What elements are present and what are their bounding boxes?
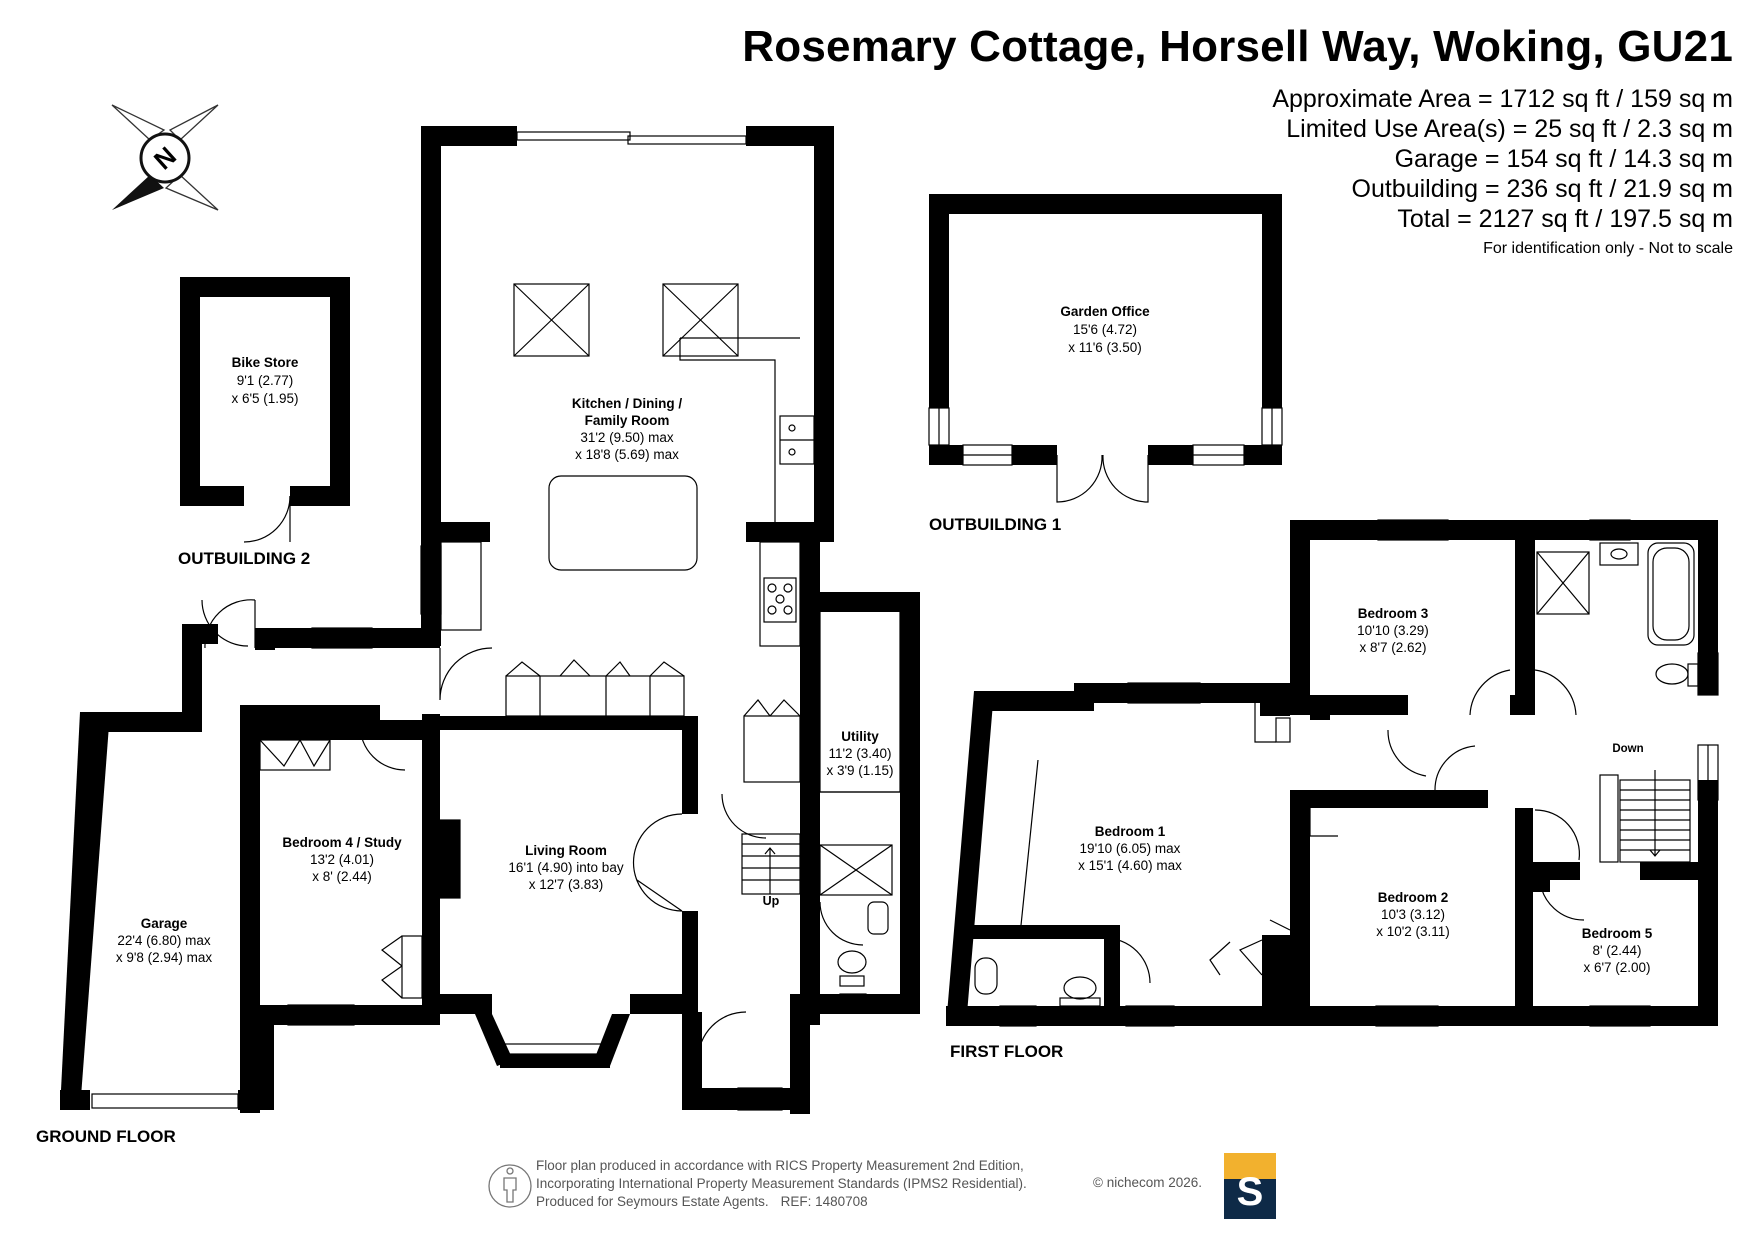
ground-floor-fixtures (91, 131, 901, 1111)
stairs-down-label: Down (1612, 743, 1643, 755)
area-line-garage: Garage = 154 sq ft / 14.3 sq m (1394, 145, 1733, 173)
person-scale-icon (488, 1164, 532, 1208)
first-floor-solid-details (1262, 935, 1290, 1006)
room-dim-bedroom-2-2: x 10'2 (3.11) (1376, 924, 1450, 939)
footer-line-3: Produced for Seymours Estate Agents. REF:… (536, 1193, 1027, 1211)
room-dim-utility-1: 11'2 (3.40) (828, 746, 891, 761)
room-name-living: Living Room (525, 843, 607, 858)
room-dim-bike-store-1: 9'1 (2.77) (237, 373, 294, 388)
footer-ref: REF: 1480708 (780, 1194, 868, 1209)
outbuilding-1-label: OUTBUILDING 1 (929, 515, 1061, 534)
room-dim-garage-2: x 9'8 (2.94) max (116, 950, 213, 965)
room-dim-bedroom-5-2: x 6'7 (2.00) (1583, 960, 1650, 975)
room-dim-living-1: 16'1 (4.90) into bay (508, 860, 623, 875)
outbuilding-1-plan (929, 194, 1282, 465)
area-line-outbuilding: Outbuilding = 236 sq ft / 21.9 sq m (1351, 175, 1733, 203)
room-dim-bedroom-2-1: 10'3 (3.12) (1381, 907, 1445, 922)
logo-letter: S (1237, 1170, 1264, 1214)
room-dim-bedroom-4-1: 13'2 (4.01) (310, 852, 374, 867)
room-dim-bedroom-3-2: x 8'7 (2.62) (1359, 640, 1426, 655)
room-name-bedroom-5: Bedroom 5 (1582, 926, 1653, 941)
room-name-bedroom-1: Bedroom 1 (1095, 824, 1166, 839)
room-name-utility: Utility (841, 729, 879, 744)
room-name-garage: Garage (141, 916, 188, 931)
compass-icon: N (111, 104, 219, 211)
room-name-bike-store: Bike Store (232, 355, 299, 370)
stairs-up-label: Up (763, 894, 780, 908)
footer-line-2: Incorporating International Property Mea… (536, 1176, 1027, 1191)
outbuilding-2-plan (180, 277, 350, 543)
area-line-total: Total = 2127 sq ft / 197.5 sq m (1397, 205, 1733, 233)
room-dim-bedroom-1-2: x 15'1 (4.60) max (1078, 858, 1182, 873)
first-floor-label: FIRST FLOOR (950, 1042, 1063, 1061)
ground-floor-walls (60, 126, 920, 1114)
room-dim-kitchen-1: 31'2 (9.50) max (580, 430, 674, 445)
area-summary: Approximate Area = 1712 sq ft / 159 sq m… (1272, 84, 1733, 258)
room-dim-bedroom-5-1: 8' (2.44) (1592, 943, 1641, 958)
area-line-approximate: Approximate Area = 1712 sq ft / 159 sq m (1272, 85, 1733, 113)
room-dim-kitchen-2: x 18'8 (5.69) max (575, 447, 679, 462)
room-name-bedroom-3: Bedroom 3 (1358, 606, 1429, 621)
room-dim-utility-2: x 3'9 (1.15) (826, 763, 893, 778)
room-name-bedroom-2: Bedroom 2 (1378, 890, 1449, 905)
area-line-limited-use: Limited Use Area(s) = 25 sq ft / 2.3 sq … (1286, 115, 1733, 143)
room-name-garden-office: Garden Office (1060, 304, 1150, 319)
room-dim-garden-office-2: x 11'6 (3.50) (1068, 340, 1142, 355)
ground-floor-label: GROUND FLOOR (36, 1127, 176, 1146)
room-dim-bedroom-4-2: x 8' (2.44) (312, 869, 372, 884)
room-dim-bedroom-1-1: 19'10 (6.05) max (1080, 841, 1181, 856)
first-floor-walls (946, 520, 1718, 1026)
room-dim-garden-office-1: 15'6 (4.72) (1073, 322, 1137, 337)
footer-copyright: © nichecom 2026. (1093, 1175, 1203, 1190)
first-floor-fixtures (974, 519, 1719, 1027)
outbuilding-1-windows (928, 407, 1283, 503)
room-dim-bedroom-3-1: 10'10 (3.29) (1357, 623, 1429, 638)
footer-produced-for: Produced for Seymours Estate Agents. (536, 1194, 769, 1209)
disclaimer-note: For identification only - Not to scale (1483, 240, 1733, 257)
room-name-kitchen-1: Kitchen / Dining / (572, 396, 682, 411)
room-name-bedroom-4: Bedroom 4 / Study (282, 835, 402, 850)
seymours-logo: S (1224, 1153, 1276, 1219)
footer-text: Floor plan produced in accordance with R… (536, 1157, 1027, 1211)
page-title: Rosemary Cottage, Horsell Way, Woking, G… (742, 22, 1733, 71)
room-name-kitchen-2: Family Room (585, 413, 670, 428)
room-dim-living-2: x 12'7 (3.83) (529, 877, 604, 892)
ground-floor-solid-details (440, 594, 900, 898)
room-dim-garage-1: 22'4 (6.80) max (117, 933, 211, 948)
footer-line-1: Floor plan produced in accordance with R… (536, 1158, 1024, 1173)
outbuilding-2-label: OUTBUILDING 2 (178, 549, 310, 568)
room-dim-bike-store-2: x 6'5 (1.95) (231, 391, 298, 406)
